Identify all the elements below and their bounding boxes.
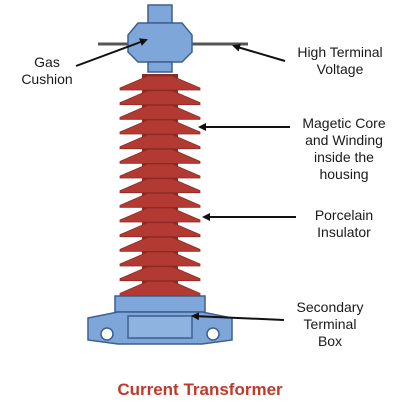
- porcelain-insulator: [119, 74, 201, 300]
- insulator-shed: [119, 178, 201, 194]
- insulator-shed: [119, 119, 201, 135]
- label-porcelain-insulator: Porcelain Insulator: [314, 207, 374, 240]
- insulator-shed: [119, 75, 201, 91]
- insulator-shed: [119, 163, 201, 179]
- arrow-gas-cushion: [75, 38, 148, 67]
- mounting-hole-right: [206, 327, 220, 341]
- insulator-shed: [119, 134, 201, 150]
- label-gas-cushion: Gas Cushion: [21, 54, 73, 87]
- insulator-shed: [119, 236, 201, 252]
- top-terminal-head: [127, 4, 193, 73]
- insulator-shed: [119, 222, 201, 238]
- insulator-shed: [119, 90, 201, 106]
- insulator-shed: [119, 266, 201, 282]
- label-high-terminal-voltage: High Terminal Voltage: [297, 44, 383, 77]
- arrow-high-terminal-voltage: [232, 43, 286, 62]
- mounting-hole-left: [100, 327, 114, 341]
- secondary-terminal-box: [87, 295, 233, 345]
- insulator-shed: [119, 192, 201, 208]
- insulator-shed: [119, 280, 201, 296]
- arrow-secondary-terminal-box: [191, 312, 285, 321]
- insulator-shed: [119, 104, 201, 120]
- insulator-shed: [119, 148, 201, 164]
- label-magnetic-core: Magetic Core and Winding inside the hous…: [302, 115, 386, 182]
- label-secondary-terminal-box: Secondary Terminal Box: [296, 299, 364, 349]
- insulator-shed: [119, 207, 201, 223]
- diagram-caption: Current Transformer: [117, 380, 283, 399]
- insulator-shed: [119, 251, 201, 267]
